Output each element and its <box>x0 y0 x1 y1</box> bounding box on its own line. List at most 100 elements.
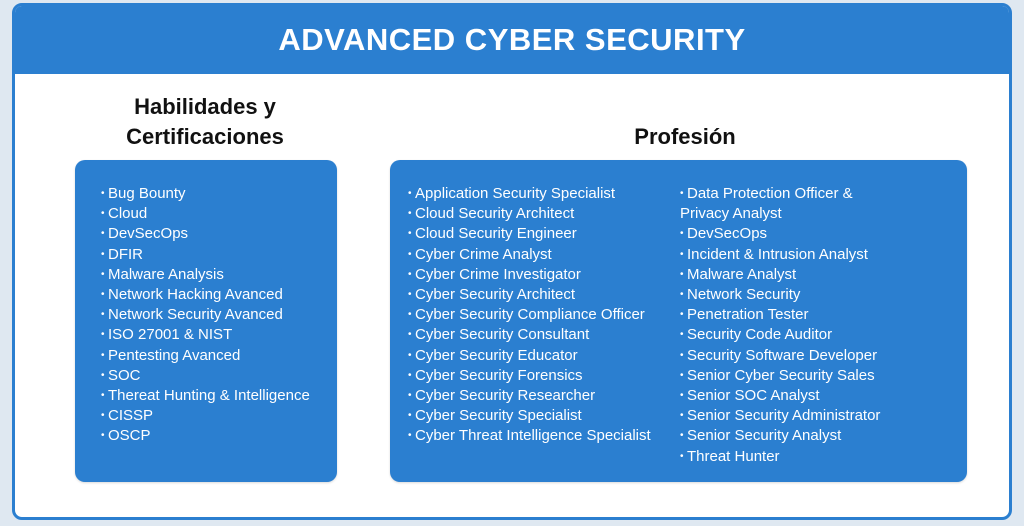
list-item-text: Malware Analyst <box>687 265 797 283</box>
list-item-text: Application Security Specialist <box>415 185 616 202</box>
list-item: •Senior Security Administrator <box>680 406 880 426</box>
list-item: •Data Protection Officer & Privacy Analy… <box>680 184 880 224</box>
list-item-text: Cyber Threat Intelligence Specialist <box>415 427 651 445</box>
list-item: •DevSecOps <box>101 224 310 244</box>
skills-list: •Bug Bounty•Cloud•DevSecOps•DFIR•Malware… <box>101 184 310 447</box>
list-item-text: CISSP <box>108 407 154 425</box>
list-item: •DFIR <box>101 245 310 265</box>
bullet-icon: • <box>408 410 412 422</box>
list-item-text: ISO 27001 & NIST <box>108 326 233 344</box>
list-item: •Penetration Tester <box>680 305 880 325</box>
bullet-icon: • <box>680 410 684 422</box>
list-item: •Cyber Security Architect <box>408 285 651 305</box>
list-item-text: Network Hacking Avanced <box>108 286 283 304</box>
list-item: •Thereat Hunting & Intelligence <box>101 386 310 406</box>
list-item: •Application Security Specialist <box>408 184 651 204</box>
list-item: •Senior SOC Analyst <box>680 386 880 406</box>
list-item: •ISO 27001 & NIST <box>101 325 310 345</box>
list-item: •CISSP <box>101 406 310 426</box>
bullet-icon: • <box>408 309 412 321</box>
skills-heading-line1: Habilidades y <box>134 94 276 119</box>
list-item-text: Cloud <box>108 205 148 223</box>
list-item: •Network Security <box>680 285 880 305</box>
list-item-text: DFIR <box>108 245 143 263</box>
bullet-icon: • <box>408 188 412 199</box>
list-item-text: Cyber Security Architect <box>415 286 576 304</box>
list-item-text: Senior Security Administrator <box>687 407 881 425</box>
list-item: •Security Software Developer <box>680 346 880 366</box>
bullet-icon: • <box>101 208 105 220</box>
list-item: •Cloud Security Engineer <box>408 224 651 244</box>
list-item-text: Cyber Security Specialist <box>415 407 582 425</box>
list-item: •Cyber Security Researcher <box>408 386 651 406</box>
list-item: •Security Code Auditor <box>680 325 880 345</box>
bullet-icon: • <box>680 248 684 260</box>
skills-panel: •Bug Bounty•Cloud•DevSecOps•DFIR•Malware… <box>75 160 337 482</box>
bullet-icon: • <box>680 228 684 240</box>
list-item-text: Cloud Security Architect <box>415 205 575 223</box>
list-item-text: Security Software Developer <box>687 346 878 364</box>
bullet-icon: • <box>408 349 412 361</box>
list-item: •Network Security Avanced <box>101 305 310 325</box>
list-item: •Network Hacking Avanced <box>101 285 310 305</box>
list-item: •Cloud Security Architect <box>408 204 651 224</box>
bullet-icon: • <box>408 369 412 381</box>
bullet-icon: • <box>101 410 105 422</box>
list-item: •OSCP <box>101 426 310 446</box>
list-item-text: Malware Analysis <box>108 265 224 283</box>
list-item-text: Network Security Avanced <box>108 306 283 324</box>
list-item-text: Bug Bounty <box>108 185 186 202</box>
list-item: •Bug Bounty <box>101 184 310 204</box>
bullet-icon: • <box>408 248 412 260</box>
bullet-icon: • <box>680 430 684 442</box>
list-item-text: Cyber Crime Analyst <box>415 245 552 263</box>
list-item-text: Cyber Security Compliance Officer <box>415 306 645 324</box>
bullet-icon: • <box>680 268 684 280</box>
bullet-icon: • <box>408 329 412 341</box>
list-item: •Cyber Crime Analyst <box>408 245 651 265</box>
bullet-icon: • <box>680 450 684 462</box>
bullet-icon: • <box>408 289 412 301</box>
skills-heading: Habilidades y Certificaciones <box>75 92 335 152</box>
title-banner: ADVANCED CYBER SECURITY <box>15 6 1009 74</box>
bullet-icon: • <box>101 309 105 321</box>
list-item-text: SOC <box>108 366 141 384</box>
list-item: •Senior Cyber Security Sales <box>680 366 880 386</box>
list-item-text-continued: Privacy Analyst <box>680 205 782 223</box>
bullet-icon: • <box>101 228 105 240</box>
list-item-text: Cyber Security Consultant <box>415 326 590 344</box>
list-item-text: Security Code Auditor <box>687 326 833 344</box>
bullet-icon: • <box>680 349 684 361</box>
bullet-icon: • <box>101 188 105 199</box>
list-item-text: Network Security <box>687 286 801 304</box>
bullet-icon: • <box>408 228 412 240</box>
list-item-text: Threat Hunter <box>687 447 780 465</box>
list-item: •Cyber Crime Investigator <box>408 265 651 285</box>
list-item-text: OSCP <box>108 427 151 445</box>
list-item: •Cyber Security Compliance Officer <box>408 305 651 325</box>
bullet-icon: • <box>680 289 684 301</box>
list-item: •Cyber Security Consultant <box>408 325 651 345</box>
list-item-text: Cyber Security Educator <box>415 346 578 364</box>
content-frame: ADVANCED CYBER SECURITY Habilidades y Ce… <box>12 3 1012 520</box>
list-item: •Malware Analysis <box>101 265 310 285</box>
bullet-icon: • <box>408 208 412 220</box>
profession-list-column-1: •Application Security Specialist•Cloud S… <box>408 184 651 447</box>
list-item-text: Cyber Security Forensics <box>415 366 583 384</box>
skills-heading-line2: Certificaciones <box>126 124 284 149</box>
list-item: •Cyber Threat Intelligence Specialist <box>408 426 651 446</box>
list-item: •Incident & Intrusion Analyst <box>680 245 880 265</box>
list-item-text: Senior SOC Analyst <box>687 387 820 405</box>
list-item-text: Incident & Intrusion Analyst <box>687 245 868 263</box>
bullet-icon: • <box>680 369 684 381</box>
list-item: •Malware Analyst <box>680 265 880 285</box>
bullet-icon: • <box>680 390 684 402</box>
list-item-text: Senior Cyber Security Sales <box>687 366 875 384</box>
bullet-icon: • <box>680 329 684 341</box>
list-item-text: DevSecOps <box>108 225 189 243</box>
list-item: •Cyber Security Specialist <box>408 406 651 426</box>
list-item-text: Data Protection Officer & <box>687 185 853 202</box>
bullet-icon: • <box>101 289 105 301</box>
list-item: •Pentesting Avanced <box>101 346 310 366</box>
bullet-icon: • <box>101 248 105 260</box>
